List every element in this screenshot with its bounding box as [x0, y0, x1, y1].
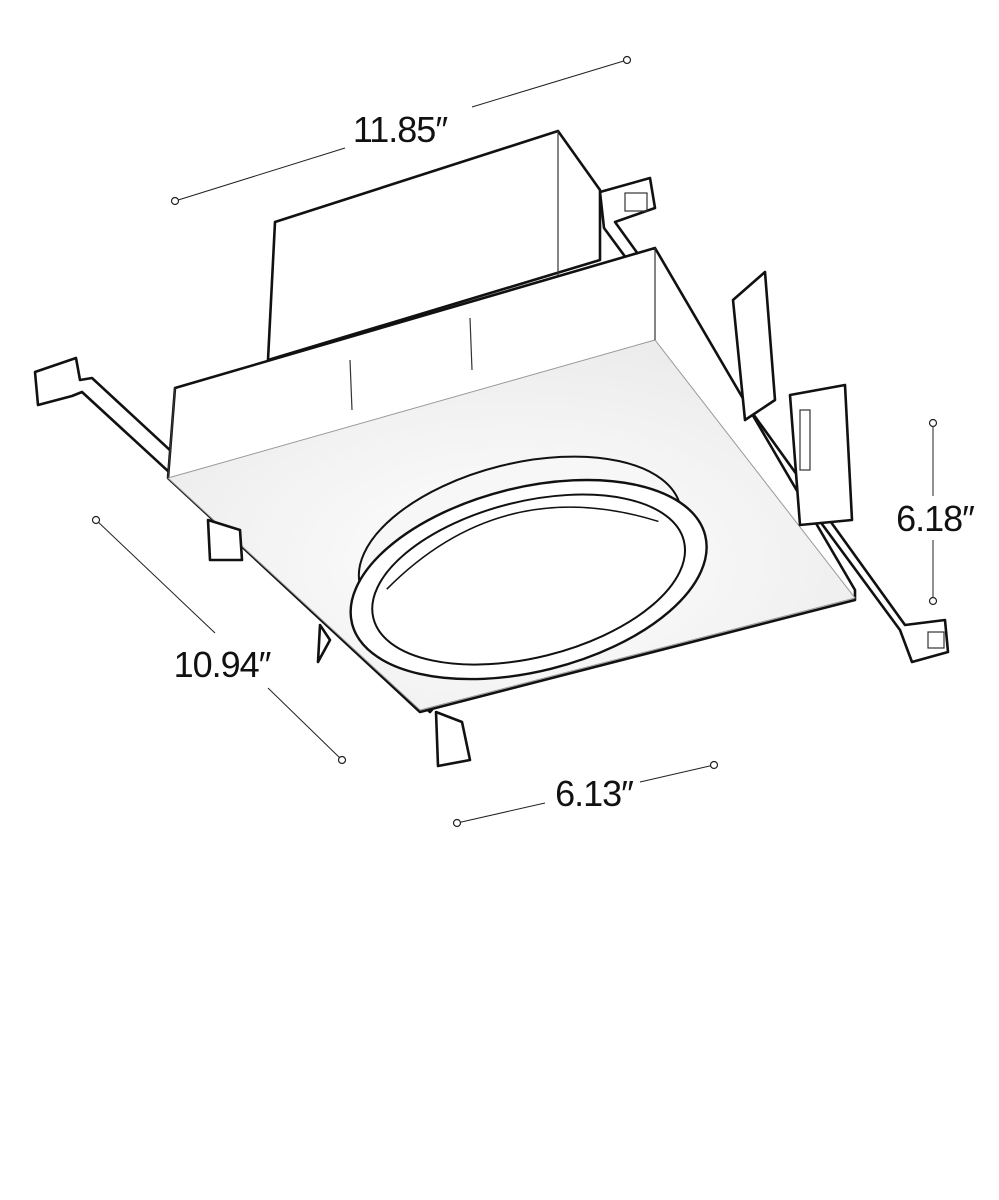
fixture-drawing — [33, 129, 950, 768]
trim-ring — [349, 455, 708, 681]
aperture-label: 6.13″ — [555, 773, 634, 814]
upper-housing-box — [266, 129, 602, 362]
dimension-aperture: 6.13″ — [452, 760, 719, 828]
junction-clips — [206, 270, 854, 664]
length-label: 11.85″ — [353, 109, 448, 150]
width-label: 10.94″ — [174, 644, 272, 685]
dimension-width: 10.94″ — [91, 515, 347, 765]
dimension-height: 6.18″ — [896, 418, 976, 606]
dimension-length: 11.85″ — [170, 55, 632, 206]
height-label: 6.18″ — [896, 498, 975, 539]
